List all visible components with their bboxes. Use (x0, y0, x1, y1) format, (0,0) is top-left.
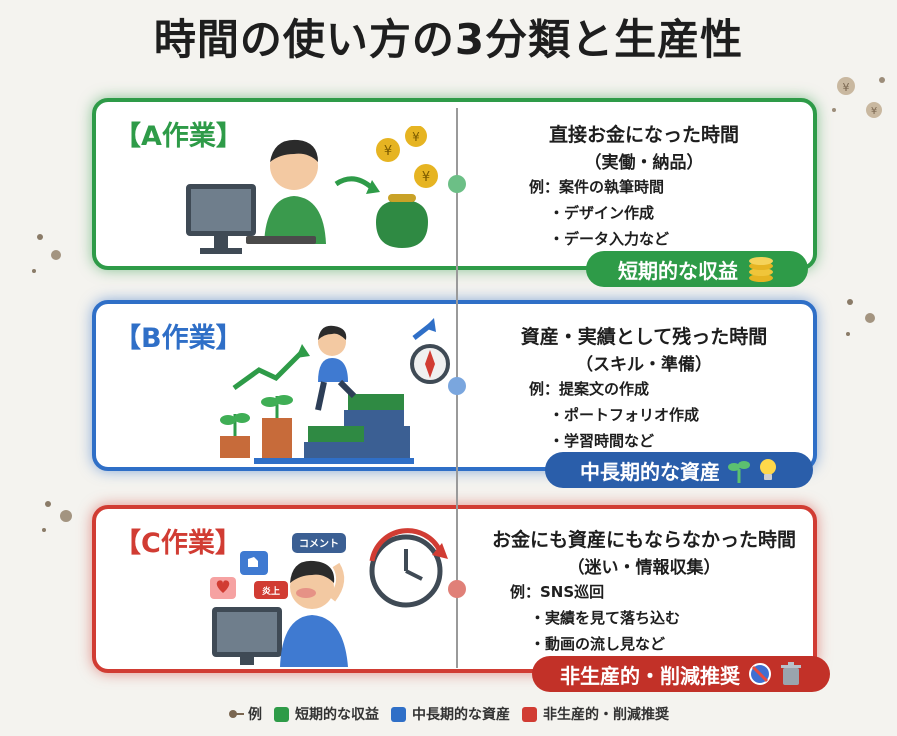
example-item: ・学習時間など (549, 432, 655, 450)
example-item: ・実績を見て落ち込む (530, 609, 681, 627)
comment-bubble-text: コメント (299, 538, 339, 550)
coin-stack-icon (749, 257, 773, 282)
legend-swatch-green (274, 706, 289, 722)
stressed-worker-illustration: 炎上 コメント (210, 528, 448, 667)
badge-unproductive: 非生産的・削減推奨 (532, 656, 830, 692)
flame-bubble-text: 炎上 (262, 585, 280, 597)
lightbulb-icon (760, 459, 776, 480)
svg-text:¥: ¥ (871, 106, 877, 117)
legend-key-icon (229, 710, 244, 718)
card-c-sub: （迷い・情報収集） (567, 558, 721, 578)
example-item: ・動画の流し見など (530, 635, 666, 653)
card-b-sub: （スキル・準備） (576, 355, 712, 375)
card-a-heading: 直接お金になった時間 (548, 124, 739, 146)
card-b-heading: 資産・実績として残った時間 (520, 326, 768, 348)
badge-label: 非生産的・削減推奨 (560, 663, 740, 688)
svg-text:¥: ¥ (422, 170, 430, 185)
legend-title: 例 (228, 704, 262, 724)
card-c-label: 【C作業】 (114, 528, 242, 559)
timeline-dot-c (448, 580, 466, 598)
svg-text:¥: ¥ (843, 81, 850, 94)
decorative-stain-icons-right (846, 299, 875, 336)
prohibited-icon (749, 663, 771, 685)
example-lead: 例：案件の執筆時間 (529, 178, 665, 196)
card-b-examples: 例：提案文の作成 ・ポートフォリオ作成 ・学習時間など (529, 376, 699, 454)
trash-icon (781, 662, 801, 685)
card-c: 【C作業】 炎上 コメント お金にも資産にもならなかった時間 （迷い・情報収集）… (92, 505, 817, 673)
card-a-label: 【A作業】 (114, 121, 243, 152)
svg-text:¥: ¥ (412, 130, 420, 144)
card-a-examples: 例：案件の執筆時間 ・デザイン作成 ・データ入力など (529, 174, 669, 252)
decorative-stain-icons-left (42, 501, 72, 532)
legend-swatch-blue (391, 706, 406, 722)
decorative-stain-icons (32, 234, 61, 273)
worker-with-coins-illustration: ¥ ¥ ¥ (186, 126, 438, 254)
sprout-icon (728, 461, 750, 483)
example-lead: 例：提案文の作成 (529, 380, 650, 398)
badge-short-term-revenue: 短期的な収益 (586, 251, 808, 287)
page-title: 時間の使い方の3分類と生産性 (153, 15, 744, 64)
legend-item-short-term: 短期的な収益 (274, 704, 379, 724)
timeline-dot-b (448, 377, 466, 395)
card-b-label: 【B作業】 (114, 323, 243, 354)
timeline-dot-a (448, 175, 466, 193)
card-a: 【A作業】 ¥ ¥ ¥ 直接お金になった時間 （実働・納品） 例：案件の執筆時間… (92, 98, 817, 270)
decorative-coin-icons: ¥ ¥ (832, 77, 885, 118)
growth-stairs-illustration (220, 318, 450, 464)
badge-label: 短期的な収益 (618, 258, 738, 283)
badge-long-term-asset: 中長期的な資産 (545, 452, 813, 488)
legend: 例 短期的な収益 中長期的な資産 非生産的・削減推奨 (0, 704, 897, 724)
card-c-examples: 例：SNS巡回 ・実績を見て落ち込む ・動画の流し見など (510, 579, 680, 657)
card-c-heading: お金にも資産にもならなかった時間 (491, 529, 796, 551)
example-item: ・ポートフォリオ作成 (549, 406, 700, 424)
legend-item-unproductive: 非生産的・削減推奨 (522, 704, 669, 724)
example-item: ・データ入力など (549, 230, 670, 248)
legend-item-long-term: 中長期的な資産 (391, 704, 510, 724)
badge-label: 中長期的な資産 (580, 459, 720, 484)
example-item: ・デザイン作成 (549, 204, 655, 222)
legend-swatch-red (522, 706, 537, 722)
svg-text:¥: ¥ (384, 144, 392, 159)
card-a-sub: （実働・納品） (584, 153, 704, 173)
example-lead: 例：SNS巡回 (510, 583, 605, 601)
